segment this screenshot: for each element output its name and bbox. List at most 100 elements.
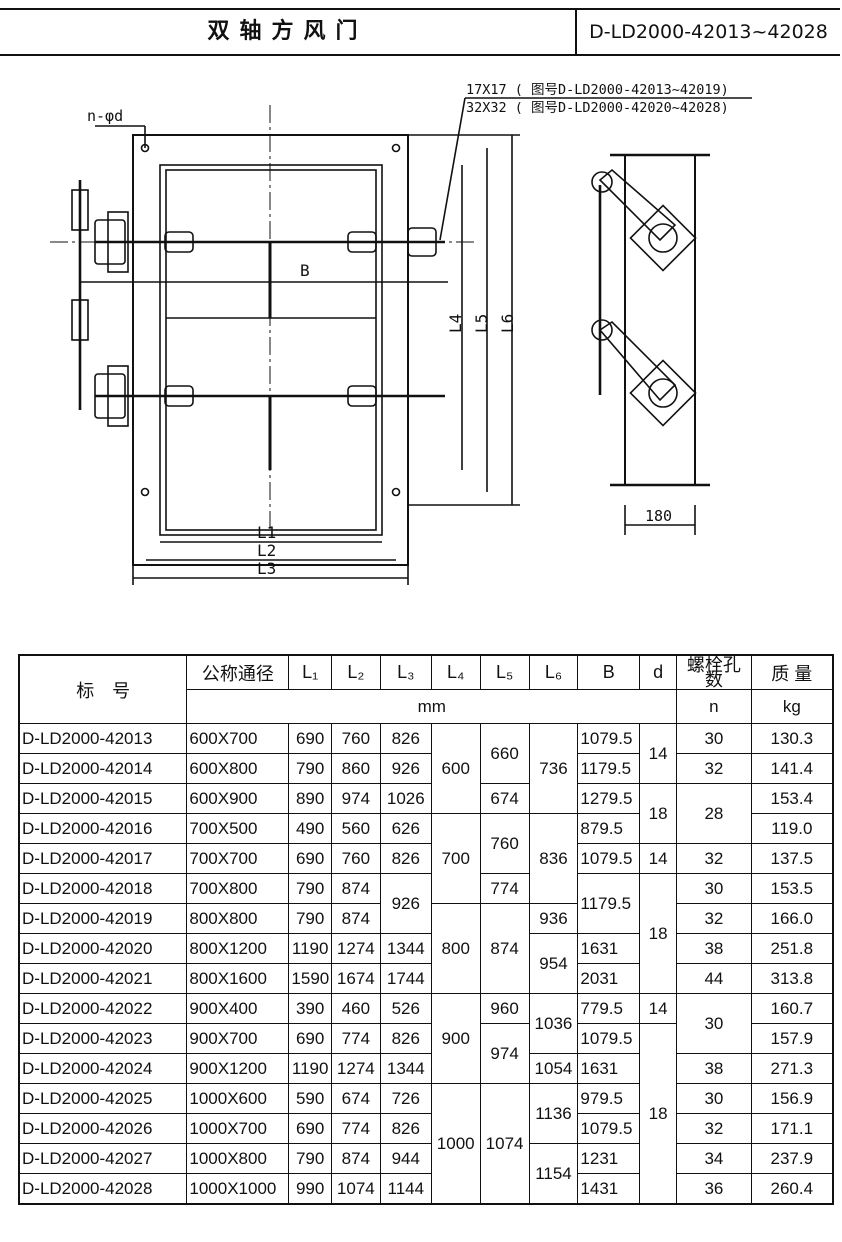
header-mass-unit: kg <box>750 689 834 724</box>
cell-n: 38 <box>676 933 752 964</box>
cell-nominal: 1000X1000 <box>186 1173 290 1205</box>
dim-l2-label: L2 <box>257 541 276 560</box>
cell-l4: 600 <box>430 723 481 814</box>
cell-kg: 141.4 <box>750 753 834 784</box>
dim-l4-label: L4 <box>446 314 465 333</box>
cell-l6: 954 <box>528 933 579 994</box>
cell-l3: 1026 <box>379 783 432 814</box>
cell-kg: 251.8 <box>750 933 834 964</box>
cell-d: 14 <box>639 843 678 874</box>
cell-d: 18 <box>639 1023 678 1205</box>
header-l6: L₆ <box>528 654 579 690</box>
cell-code: D-LD2000-42027 <box>18 1143 188 1174</box>
cell-kg: 171.1 <box>750 1113 834 1144</box>
cell-b: 1079.5 <box>577 843 641 874</box>
shaft-note-2: 32X32 ( 图号D-LD2000-42020~42028) <box>466 100 729 116</box>
cell-kg: 130.3 <box>750 723 834 754</box>
table-row: D-LD2000-42025 1000X600 590 674 726 1000… <box>18 1083 834 1205</box>
cell-l4: 700 <box>430 813 481 904</box>
cell-nominal: 800X800 <box>186 903 290 934</box>
cell-l3: 1744 <box>379 963 432 994</box>
cell-l1: 790 <box>288 903 332 934</box>
table-row: D-LD2000-42021 800X1600 1590 1674 1744 2… <box>18 963 834 994</box>
cell-l3: 626 <box>379 813 432 844</box>
cell-nominal: 700X800 <box>186 873 290 904</box>
cell-n: 30 <box>676 873 752 904</box>
cell-code: D-LD2000-42028 <box>18 1173 188 1205</box>
cell-n: 30 <box>676 993 752 1054</box>
cell-b: 1279.5 <box>577 783 641 814</box>
cell-l1: 1190 <box>288 1053 332 1084</box>
table-row: D-LD2000-42023 900X700 690 774 826 974 1… <box>18 1023 834 1205</box>
spec-table-container: 标 号 公称通径 L₁ L₂ L₃ L₄ L₅ L₆ B d 螺栓孔数 质 量 … <box>18 654 834 1205</box>
cell-n: 30 <box>676 723 752 754</box>
cell-kg: 153.4 <box>750 783 834 814</box>
document-title: 双轴方风门 <box>0 10 577 54</box>
table-row: D-LD2000-42018 700X800 790 874 926 774 1… <box>18 873 834 994</box>
cell-n: 38 <box>676 1053 752 1084</box>
cell-code: D-LD2000-42024 <box>18 1053 188 1084</box>
cell-l1: 1590 <box>288 963 332 994</box>
cell-kg: 119.0 <box>750 813 834 844</box>
cell-b: 1631 <box>577 1053 641 1084</box>
cell-b: 779.5 <box>577 993 641 1024</box>
cell-l1: 690 <box>288 723 332 754</box>
cell-n: 32 <box>676 1113 752 1144</box>
cell-n: 28 <box>676 783 752 844</box>
cell-l1: 790 <box>288 753 332 784</box>
cell-d: 18 <box>639 783 678 844</box>
dim-l3-label: L3 <box>257 559 276 578</box>
cell-l2: 560 <box>330 813 381 844</box>
cell-b: 979.5 <box>577 1083 641 1114</box>
cell-l2: 1674 <box>330 963 381 994</box>
cell-nominal: 700X700 <box>186 843 290 874</box>
cell-b: 1079.5 <box>577 1023 641 1054</box>
table-row: D-LD2000-42014 600X800 790 860 926 1179.… <box>18 753 834 784</box>
header-bolt: 螺栓孔数 <box>676 654 752 690</box>
cell-b: 1631 <box>577 933 641 964</box>
cell-b: 1431 <box>577 1173 641 1205</box>
cell-l5: 660 <box>479 723 530 784</box>
header-l5: L₅ <box>479 654 530 690</box>
cell-l3: 726 <box>379 1083 432 1114</box>
cell-l3: 1344 <box>379 1053 432 1084</box>
table-row: D-LD2000-42015 600X900 890 974 1026 674 … <box>18 783 834 844</box>
cell-l5: 974 <box>479 1023 530 1084</box>
cell-l1: 990 <box>288 1173 332 1205</box>
cell-kg: 157.9 <box>750 1023 834 1054</box>
cell-l3: 1344 <box>379 933 432 964</box>
cell-l2: 860 <box>330 753 381 784</box>
header-d: d <box>639 654 678 690</box>
header-l3: L₃ <box>379 654 432 690</box>
cell-code: D-LD2000-42016 <box>18 813 188 844</box>
cell-b: 1079.5 <box>577 723 641 754</box>
cell-l3: 944 <box>379 1143 432 1174</box>
cell-d: 14 <box>639 993 678 1024</box>
cell-l6: 936 <box>528 903 579 934</box>
cell-l6: 836 <box>528 813 579 904</box>
cell-code: D-LD2000-42026 <box>18 1113 188 1144</box>
header-l1: L₁ <box>288 654 332 690</box>
cell-nominal: 1000X800 <box>186 1143 290 1174</box>
shaft-note-1: 17X17 ( 图号D-LD2000-42013~42019) <box>466 82 729 98</box>
cell-kg: 271.3 <box>750 1053 834 1084</box>
cell-l2: 460 <box>330 993 381 1024</box>
cell-code: D-LD2000-42013 <box>18 723 188 754</box>
cell-l3: 1144 <box>379 1173 432 1205</box>
cell-nominal: 700X500 <box>186 813 290 844</box>
cell-l2: 760 <box>330 723 381 754</box>
cell-nominal: 800X1200 <box>186 933 290 964</box>
cell-l2: 974 <box>330 783 381 814</box>
cell-l2: 1074 <box>330 1173 381 1205</box>
cell-l5: 674 <box>479 783 530 814</box>
cell-b: 1231 <box>577 1143 641 1174</box>
cell-l3: 926 <box>379 753 432 784</box>
cell-n: 36 <box>676 1173 752 1205</box>
cell-b: 879.5 <box>577 813 641 844</box>
cell-code: D-LD2000-42019 <box>18 903 188 934</box>
dim-l5-label: L5 <box>472 314 491 333</box>
cell-n: 32 <box>676 843 752 874</box>
cell-l1: 790 <box>288 1143 332 1174</box>
cell-nominal: 1000X600 <box>186 1083 290 1114</box>
cell-l1: 790 <box>288 873 332 904</box>
